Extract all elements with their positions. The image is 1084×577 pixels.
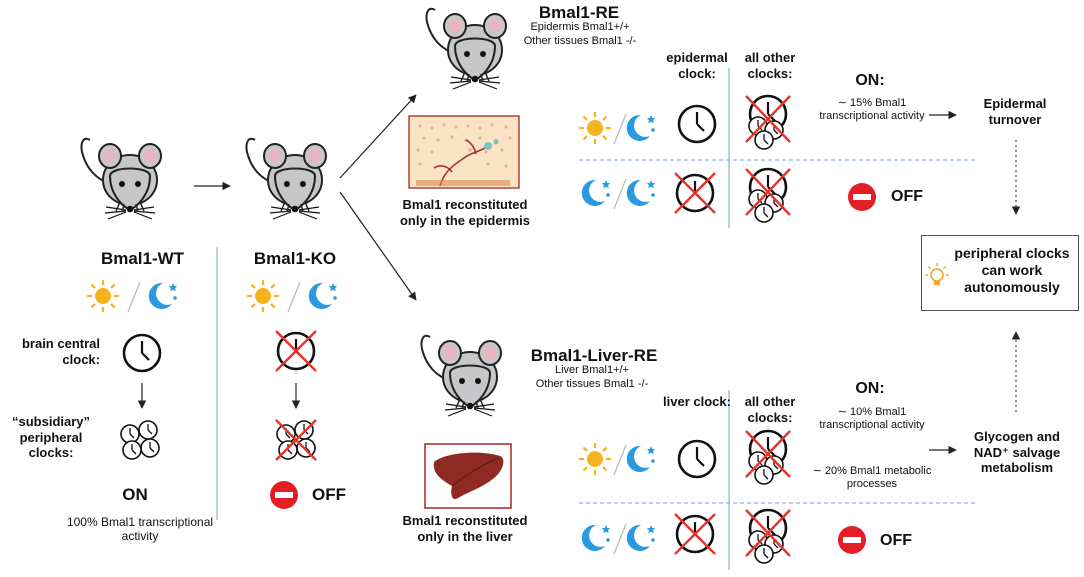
liver-on-label: ON: bbox=[855, 380, 885, 397]
re-on-detail: ∼ 15% Bmal1 transcriptional activity bbox=[819, 97, 925, 123]
sun-icon bbox=[85, 278, 121, 314]
liver-caption: Bmal1 reconstituted only in the liver bbox=[402, 513, 528, 544]
moon-icon bbox=[626, 179, 656, 206]
slash-divider bbox=[127, 281, 141, 313]
re-caption: Bmal1 reconstituted only in the epidermi… bbox=[399, 197, 531, 228]
wt-status: ON bbox=[122, 485, 148, 504]
re-on-label: ON: bbox=[855, 72, 885, 89]
moon-icon bbox=[626, 524, 656, 551]
sun-icon bbox=[577, 110, 613, 146]
crossed-clock-cluster-icon bbox=[746, 96, 790, 149]
sun-icon bbox=[577, 441, 613, 477]
re-title: Bmal1-RE bbox=[538, 3, 620, 22]
wt-activity: 100% Bmal1 transcriptional activity bbox=[66, 515, 214, 544]
clock-icon bbox=[677, 439, 717, 479]
re-outcome: Epidermal turnover bbox=[983, 96, 1047, 127]
mouse-icon bbox=[420, 334, 502, 417]
liver-icon bbox=[424, 443, 512, 509]
no-entry-icon bbox=[270, 481, 298, 509]
wt-title: Bmal1-WT bbox=[100, 249, 185, 268]
crossed-clock-icon bbox=[675, 514, 715, 554]
liver-title: Bmal1-Liver-RE bbox=[530, 346, 658, 365]
crossed-clock-cluster-icon bbox=[276, 420, 316, 460]
crossed-clock-icon bbox=[675, 173, 715, 213]
crossed-clock-cluster-icon bbox=[746, 510, 790, 563]
clock-icon bbox=[677, 104, 717, 144]
brain-clock-label: brain central clock: bbox=[21, 336, 100, 367]
moon-icon bbox=[581, 524, 611, 551]
crossed-clock-cluster-icon bbox=[746, 431, 790, 484]
mouse-icon bbox=[425, 7, 507, 90]
slash-divider bbox=[613, 444, 627, 476]
no-entry-icon bbox=[848, 183, 876, 211]
arrow-to-re bbox=[339, 94, 417, 179]
arrow-to-liver-re bbox=[339, 191, 417, 301]
re-off-label: OFF bbox=[891, 188, 923, 205]
re-col-own: epidermal clock: bbox=[666, 50, 728, 81]
conclusion-text: peripheral clocks can work autonomously bbox=[954, 245, 1070, 295]
slash-divider bbox=[613, 113, 627, 145]
liver-outcome: Glycogen and NAD⁺ salvage metabolism bbox=[973, 429, 1061, 476]
mouse-icon bbox=[80, 137, 162, 220]
clock-icon bbox=[122, 333, 162, 373]
re-genotype-epidermis: Epidermis Bmal1+/+ bbox=[530, 21, 630, 33]
moon-icon bbox=[626, 445, 656, 472]
no-entry-icon bbox=[838, 526, 866, 554]
crossed-clock-icon bbox=[276, 331, 316, 371]
slash-divider bbox=[287, 281, 301, 313]
moon-icon bbox=[308, 282, 338, 309]
epidermis-tissue-icon bbox=[408, 115, 520, 189]
moon-icon bbox=[148, 282, 178, 309]
slash-divider bbox=[613, 178, 627, 210]
lightbulb-icon bbox=[925, 263, 949, 285]
mouse-icon bbox=[245, 137, 327, 220]
conclusion-box bbox=[921, 235, 1079, 311]
liver-genotype-liver: Liver Bmal1+/+ bbox=[555, 364, 629, 376]
ko-title: Bmal1-KO bbox=[253, 249, 337, 268]
subsidiary-clocks-label: “subsidiary” peripheral clocks: bbox=[11, 414, 91, 461]
slash-divider bbox=[613, 523, 627, 555]
liver-col-own: liver clock: bbox=[663, 394, 731, 409]
liver-on-detail-2: ∼ 20% Bmal1 metabolic processes bbox=[812, 465, 932, 491]
moon-icon bbox=[581, 179, 611, 206]
liver-genotype-other: Other tissues Bmal1 -/- bbox=[535, 378, 649, 390]
re-col-other: all other clocks: bbox=[744, 50, 796, 81]
ko-status: OFF bbox=[312, 485, 346, 504]
sun-icon bbox=[245, 278, 281, 314]
liver-col-other: all other clocks: bbox=[744, 394, 796, 425]
liver-on-detail-1: ∼ 10% Bmal1 transcriptional activity bbox=[819, 406, 925, 432]
moon-icon bbox=[626, 114, 656, 141]
clock-cluster-icon bbox=[121, 421, 159, 459]
liver-off-label: OFF bbox=[880, 532, 912, 549]
re-genotype-other: Other tissues Bmal1 -/- bbox=[523, 35, 637, 47]
crossed-clock-cluster-icon bbox=[746, 169, 790, 222]
